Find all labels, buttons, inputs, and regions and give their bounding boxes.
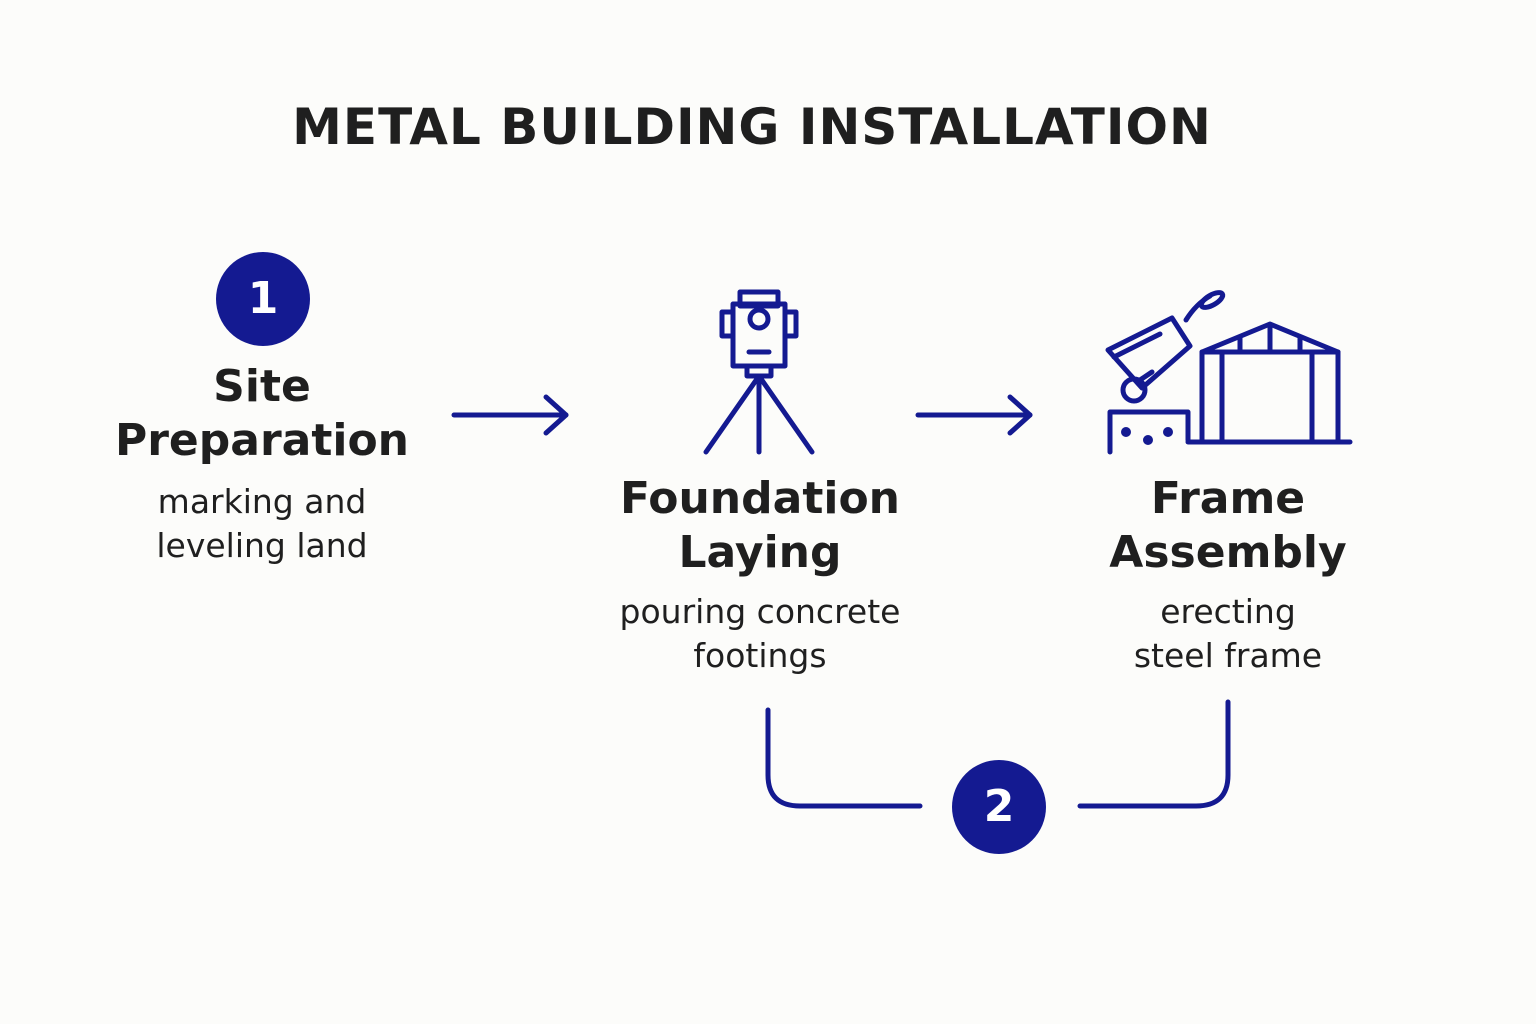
step-1-description: marking and leveling land [112, 480, 412, 568]
diagram-title: METAL BUILDING INSTALLATION [292, 98, 1212, 156]
step-2-title-line-1: Foundation [619, 473, 900, 524]
step-2-description: pouring concrete footings [580, 590, 940, 678]
group-badge: 2 [952, 760, 1046, 854]
step-3-description: erecting steel frame [1078, 590, 1378, 678]
step-1-desc-line-2: leveling land [156, 526, 368, 565]
step-2-title: Foundation Laying [580, 472, 940, 580]
step-3-desc-line-1: erecting [1160, 592, 1296, 631]
step-2-title-line-2: Laying [678, 527, 842, 578]
step-3-title-line-1: Frame [1150, 473, 1306, 524]
building-frame-icon [1105, 290, 1353, 455]
surveying-tripod-icon [703, 289, 815, 455]
step-1-title: Site Preparation [112, 360, 412, 468]
step-3-title: Frame Assembly [1078, 472, 1378, 580]
arrow-right-icon [451, 394, 569, 436]
step-1-desc-line-1: marking and [157, 482, 367, 521]
step-1-badge: 1 [216, 252, 310, 346]
step-3-title-line-2: Assembly [1109, 527, 1347, 578]
step-1-title-line-1: Site [213, 361, 311, 412]
step-3-desc-line-2: steel frame [1133, 636, 1323, 675]
group-bracket [765, 699, 1231, 809]
step-2-desc-line-1: pouring concrete [619, 592, 901, 631]
step-2-desc-line-2: footings [693, 636, 827, 675]
step-1-title-line-2: Preparation [114, 415, 410, 466]
arrow-right-icon [915, 394, 1033, 436]
